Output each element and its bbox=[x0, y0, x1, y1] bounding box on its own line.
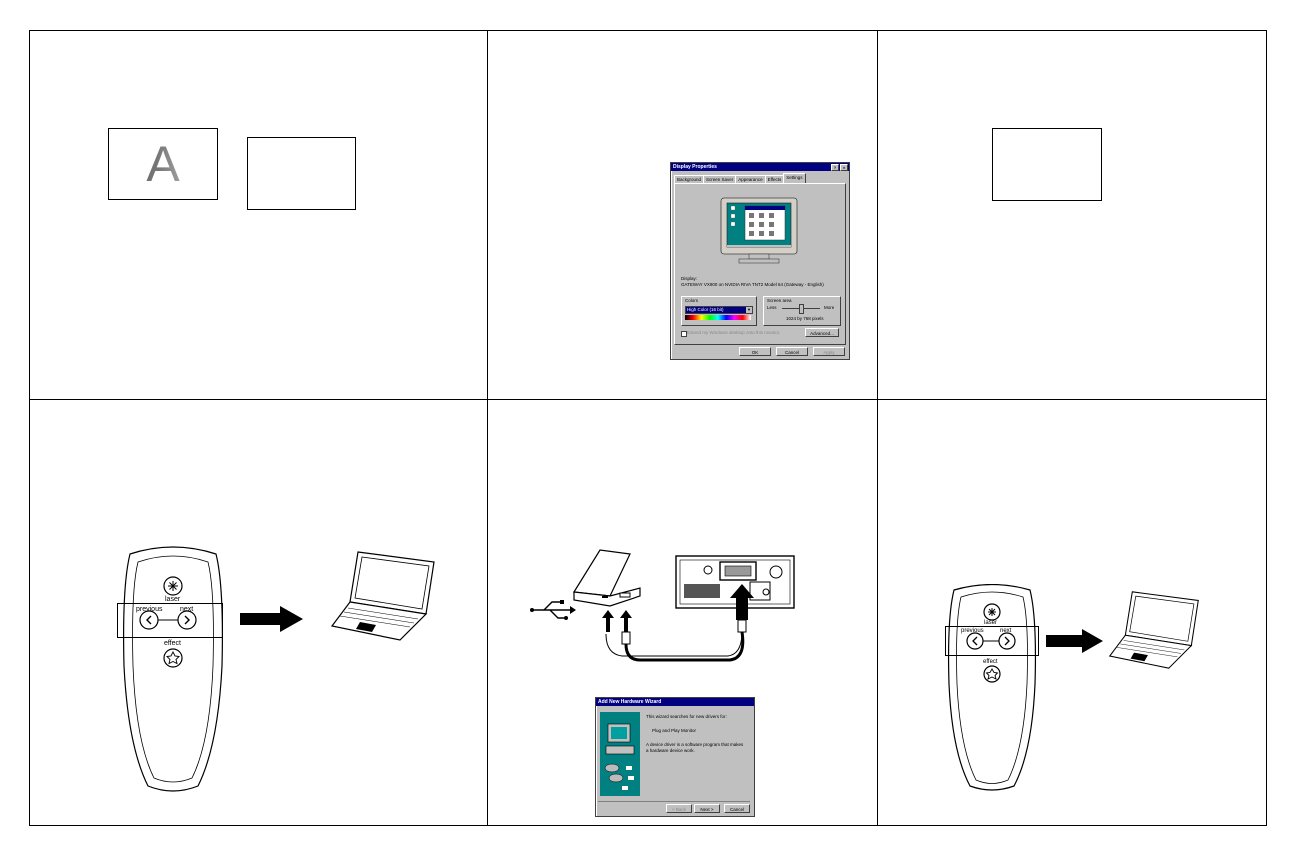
remote-control-small-illustration bbox=[947, 584, 1037, 791]
wizard-device: Plug and Play Monitor bbox=[652, 728, 697, 733]
highlight-frame-small bbox=[945, 626, 1039, 656]
tab-effects[interactable]: Effects bbox=[764, 175, 785, 183]
dialog-title: Display Properties bbox=[673, 164, 717, 170]
wizard-line1: This wizard searches for new drivers for… bbox=[646, 714, 727, 719]
arrow-right-icon bbox=[240, 606, 303, 632]
tab-appearance[interactable]: Appearance bbox=[735, 175, 766, 183]
tab-screen-saver[interactable]: Screen Saver bbox=[703, 175, 737, 183]
resolution-value: 1024 by 768 pixels bbox=[786, 316, 824, 321]
colors-group: Colors High Color (16 bit) ▼ bbox=[681, 296, 757, 326]
help-button[interactable]: ? bbox=[831, 164, 839, 171]
usb-connection-diagram bbox=[530, 549, 795, 662]
next-label: next bbox=[180, 606, 194, 613]
effect-label: effect bbox=[164, 640, 181, 647]
previous-label-small: previous bbox=[961, 628, 984, 634]
grid-divider bbox=[877, 31, 878, 825]
cancel-button[interactable]: Cancel bbox=[776, 347, 808, 356]
grid-divider bbox=[487, 31, 488, 825]
advanced-button[interactable]: Advanced... bbox=[805, 328, 839, 337]
settings-panel: Display: GATEWAY VX900 on NVIDIA RIVA TN… bbox=[674, 183, 846, 345]
highlight-frame bbox=[117, 603, 223, 638]
tab-background[interactable]: Background bbox=[674, 175, 705, 183]
previous-label: previous bbox=[136, 606, 163, 613]
wizard-computer-icon bbox=[600, 712, 640, 796]
wizard-title: Add New Hardware Wizard bbox=[598, 699, 662, 705]
chevron-down-icon[interactable]: ▼ bbox=[746, 307, 752, 313]
display-label: Display: bbox=[681, 276, 698, 281]
more-label: More bbox=[824, 305, 835, 310]
big-letter: A bbox=[109, 129, 217, 199]
wizard-line2: A device driver is a software program th… bbox=[646, 742, 744, 753]
tab-settings[interactable]: Settings bbox=[783, 173, 806, 183]
wizard-separator bbox=[598, 801, 750, 802]
colors-value: High Color (16 bit) bbox=[687, 307, 724, 312]
blank-frame bbox=[247, 137, 356, 210]
dialog-titlebar: Display Properties ?× bbox=[671, 163, 849, 171]
grid-divider bbox=[30, 399, 1266, 400]
ok-button[interactable]: OK bbox=[739, 347, 771, 356]
colors-label: Colors bbox=[685, 298, 699, 303]
remote-control-illustration bbox=[123, 546, 223, 792]
extend-desktop-checkbox[interactable] bbox=[681, 331, 687, 337]
page-grid bbox=[29, 30, 1267, 826]
letter-a-frame: A bbox=[108, 128, 218, 200]
back-button[interactable]: < Back bbox=[666, 804, 692, 813]
extend-desktop-label: Extend my Windows desktop onto this moni… bbox=[687, 330, 781, 335]
screen-area-label: Screen area bbox=[767, 298, 792, 303]
less-label: Less bbox=[767, 305, 777, 310]
screen-area-group: Screen area Less More 1024 by 768 pixels bbox=[763, 296, 841, 326]
effect-label-small: effect bbox=[983, 659, 998, 665]
resolution-slider-thumb[interactable] bbox=[799, 304, 804, 314]
display-value: GATEWAY VX900 on NVIDIA RIVA TNT2 Model … bbox=[681, 282, 824, 287]
laser-label: laser bbox=[165, 596, 181, 603]
next-button[interactable]: Next > bbox=[694, 804, 720, 813]
close-button[interactable]: × bbox=[840, 164, 848, 171]
apply-button[interactable]: Apply bbox=[813, 347, 845, 356]
laptop-small-icon bbox=[1108, 591, 1199, 669]
blank-frame-right bbox=[992, 128, 1102, 201]
color-spectrum-bar bbox=[685, 315, 751, 320]
arrow-right-small-icon bbox=[1046, 629, 1103, 653]
wizard-titlebar: Add New Hardware Wizard bbox=[596, 698, 754, 706]
add-hardware-wizard-dialog: Add New Hardware Wizard This wizard sear… bbox=[595, 697, 755, 817]
monitor-preview-icon bbox=[720, 197, 798, 264]
next-label-small: next bbox=[1000, 628, 1012, 634]
colors-select[interactable]: High Color (16 bit) ▼ bbox=[685, 306, 753, 314]
laptop-icon bbox=[330, 551, 435, 641]
laser-label-small: laser bbox=[984, 620, 998, 626]
wizard-cancel-button[interactable]: Cancel bbox=[724, 804, 750, 813]
